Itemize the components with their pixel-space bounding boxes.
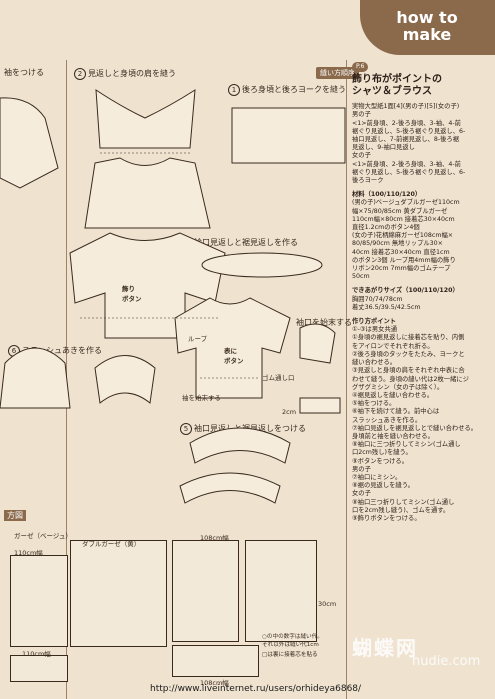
bottom-section-label: 方図 bbox=[4, 510, 26, 521]
materials-heading: 材料（100/110/120） bbox=[352, 191, 422, 199]
width-label-4: 108cm幅 bbox=[200, 679, 229, 687]
step-sleeve-attach-label: 袖をつける bbox=[4, 68, 44, 77]
pattern-layout-5 bbox=[10, 655, 68, 682]
interfacing-note: □は裏に接着芯を貼る bbox=[262, 652, 318, 658]
watermark-cn: 蝴蝶网 bbox=[352, 636, 418, 660]
girl-parts: <1>前身頃、2-後ろ身頃、3-袖、4-前 裾ぐり見返し、5-後ろ裾ぐり見返し、… bbox=[352, 160, 466, 185]
pattern-layout-1 bbox=[10, 555, 68, 647]
cm-label: 2cm bbox=[282, 408, 297, 416]
sleeve-finish-label: 袖口を始末する bbox=[296, 318, 352, 327]
elastic-label: ゴム通し口 bbox=[262, 374, 295, 382]
pattern-layout-2 bbox=[70, 540, 167, 647]
size-header: 実物大型紙1面[4](男の子)[5](女の子) bbox=[352, 103, 460, 111]
pattern-layout-4 bbox=[245, 540, 317, 642]
boy-label: 男の子 bbox=[352, 111, 371, 119]
pattern-layout-6 bbox=[172, 645, 259, 677]
header-badge bbox=[360, 0, 495, 55]
length-label: 30cm bbox=[318, 600, 337, 608]
girl-label: 女の子 bbox=[352, 152, 371, 160]
finished-size-text: 胸囲70/74/78cm 着丈36.5/39.5/42.5cm bbox=[352, 295, 421, 311]
watermark-en: hudie.com bbox=[412, 654, 481, 669]
boy-parts: <1>前身頃、2-後ろ身頃、3-袖、4-前 裾ぐり見返し、5-後ろ裾ぐり見返し、… bbox=[352, 119, 466, 152]
header-title-line1: how to bbox=[396, 8, 458, 27]
instructions-column: P.6 飾り布がポイントの シャツ＆ブラウス 実物大型紙1面[4](男の子)[5… bbox=[352, 62, 490, 523]
order-heading: 作り方ポイント bbox=[352, 318, 397, 326]
width-label-2: 108cm幅 bbox=[200, 534, 229, 542]
front-button-label: 表に ボタン bbox=[224, 347, 244, 365]
source-url[interactable]: http://www.liveinternet.ru/users/orhidey… bbox=[150, 684, 362, 694]
ribbon-button-label: 飾り ボタン bbox=[122, 285, 142, 303]
double-gauze-label: ダブルガーゼ（黄） bbox=[82, 540, 141, 548]
column-divider bbox=[346, 60, 347, 699]
materials-text: (男の子)ベージュダブルガーゼ110cm 幅×75/80/85cm 黄ダブルガー… bbox=[352, 199, 460, 281]
loop-label: ループ bbox=[188, 335, 208, 343]
header-title: how to make bbox=[372, 9, 482, 43]
header-title-line2: make bbox=[402, 25, 452, 44]
width-label-1: 110cm幅 bbox=[14, 549, 43, 557]
order-text: ①-③は男女共通 ①身頃の裾見返しに接着芯を貼り、内側 をアイロンでそれぞれ折る… bbox=[352, 326, 478, 522]
project-title: 飾り布がポイントの シャツ＆ブラウス bbox=[352, 74, 442, 98]
page-badge: P.6 bbox=[352, 62, 369, 73]
pattern-layout-3 bbox=[172, 540, 239, 642]
sewing-diagrams bbox=[0, 89, 346, 504]
width-label-3: 110cm幅 bbox=[22, 650, 51, 658]
order-tag: 縫い方順序 bbox=[316, 67, 359, 79]
gauze-label: ガーゼ（ベージュ） bbox=[14, 532, 72, 540]
allowance-note: ○の中の数字は縫い代。 それ以外は縫い代1cm bbox=[262, 634, 323, 648]
sleeve-finish-small: 袖を始末する bbox=[182, 394, 221, 402]
finished-size-heading: できあがりサイズ（100/110/120） bbox=[352, 287, 459, 295]
